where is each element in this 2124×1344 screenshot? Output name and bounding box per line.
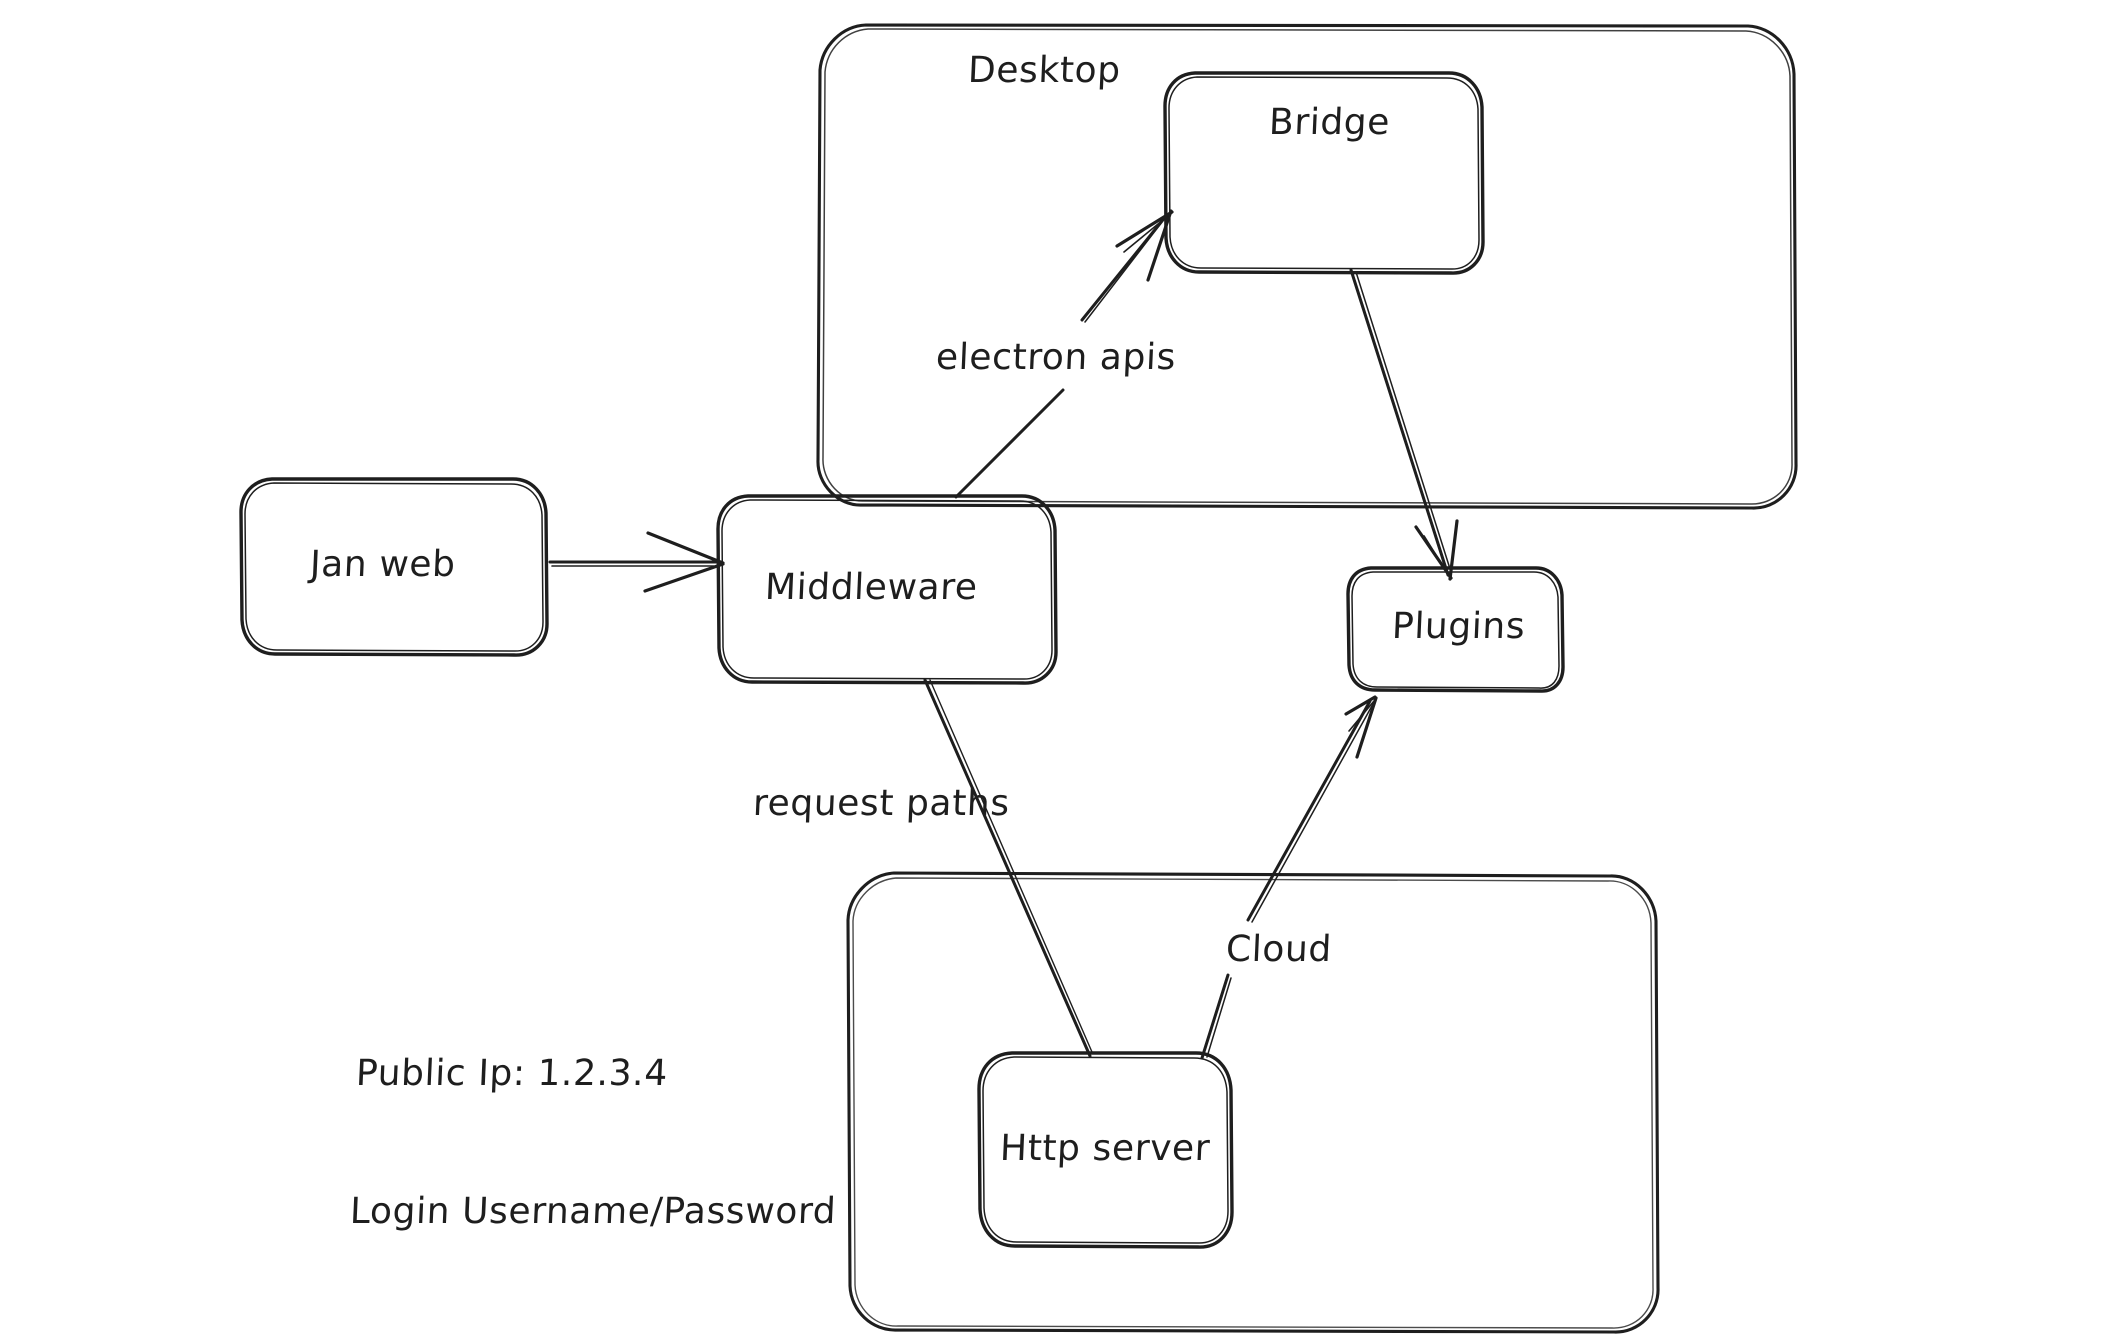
edge-jan-web-to-middleware[interactable]	[548, 531, 725, 593]
node-label-plugins: Plugins	[1391, 606, 1527, 647]
edge-label-request-paths: request paths	[752, 783, 1011, 824]
credentials-note: Public Ip: 1.2.3.4 Login Username/Passwo…	[345, 959, 847, 1328]
desktop-frame-label: Desktop	[967, 50, 1122, 91]
edge-bridge-to-plugins[interactable]	[1349, 268, 1459, 581]
note-public-ip: Public Ip: 1.2.3.4	[355, 1053, 669, 1095]
node-label-http-server: Http server	[999, 1128, 1212, 1169]
edge-label-cloud: Cloud	[1225, 929, 1333, 970]
node-label-jan-web: Jan web	[309, 544, 457, 585]
edge-label-electron-apis: electron apis	[929, 337, 1183, 378]
node-label-middleware: Middleware	[764, 567, 979, 608]
desktop-frame-shape[interactable]	[816, 23, 1798, 510]
cloud-frame-shape[interactable]	[846, 871, 1660, 1334]
node-middleware-shape[interactable]	[716, 494, 1058, 685]
edge-middleware-to-http-server[interactable]	[923, 678, 1093, 1058]
node-label-bridge: Bridge	[1268, 102, 1391, 143]
node-bridge-shape[interactable]	[1163, 71, 1485, 275]
node-plugins-shape[interactable]	[1346, 566, 1565, 693]
node-jan-web-shape[interactable]	[239, 477, 549, 657]
node-http-server-shape[interactable]	[977, 1051, 1234, 1249]
note-login: Login Username/Password	[349, 1191, 838, 1233]
edge-http-server-to-plugins[interactable]	[1200, 695, 1378, 1060]
